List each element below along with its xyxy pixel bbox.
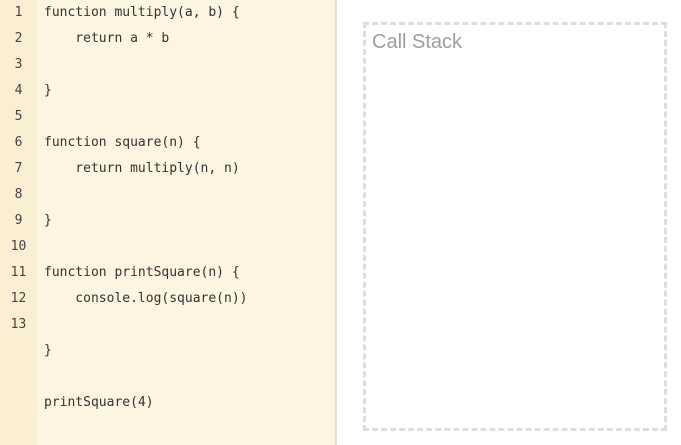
- code-line[interactable]: }: [44, 343, 52, 358]
- line-number: 3: [14, 57, 23, 72]
- call-stack-title: Call Stack: [372, 31, 463, 53]
- call-stack-panel: Call Stack: [363, 22, 667, 431]
- code-line[interactable]: function square(n) {: [44, 135, 201, 150]
- line-number: 5: [14, 109, 23, 124]
- code-line[interactable]: return a * b: [44, 31, 170, 46]
- line-number: 7: [14, 161, 23, 176]
- code-line[interactable]: printSquare(4): [44, 395, 154, 410]
- line-number: 10: [10, 239, 27, 254]
- line-number: 2: [14, 31, 23, 46]
- line-number: 4: [14, 83, 23, 98]
- code-line[interactable]: function multiply(a, b) {: [44, 5, 240, 20]
- line-number: 12: [10, 291, 27, 306]
- line-number: 1: [14, 5, 23, 20]
- code-line[interactable]: return multiply(n, n): [44, 161, 240, 176]
- code-line[interactable]: console.log(square(n)): [44, 291, 248, 306]
- line-number: 8: [14, 187, 23, 202]
- code-line[interactable]: function printSquare(n) {: [44, 265, 240, 280]
- line-number: 6: [14, 135, 23, 150]
- line-number: 13: [10, 317, 27, 332]
- code-line[interactable]: }: [44, 83, 52, 98]
- line-number: 11: [10, 265, 27, 280]
- code-line[interactable]: }: [44, 213, 52, 228]
- line-number: 9: [14, 213, 23, 228]
